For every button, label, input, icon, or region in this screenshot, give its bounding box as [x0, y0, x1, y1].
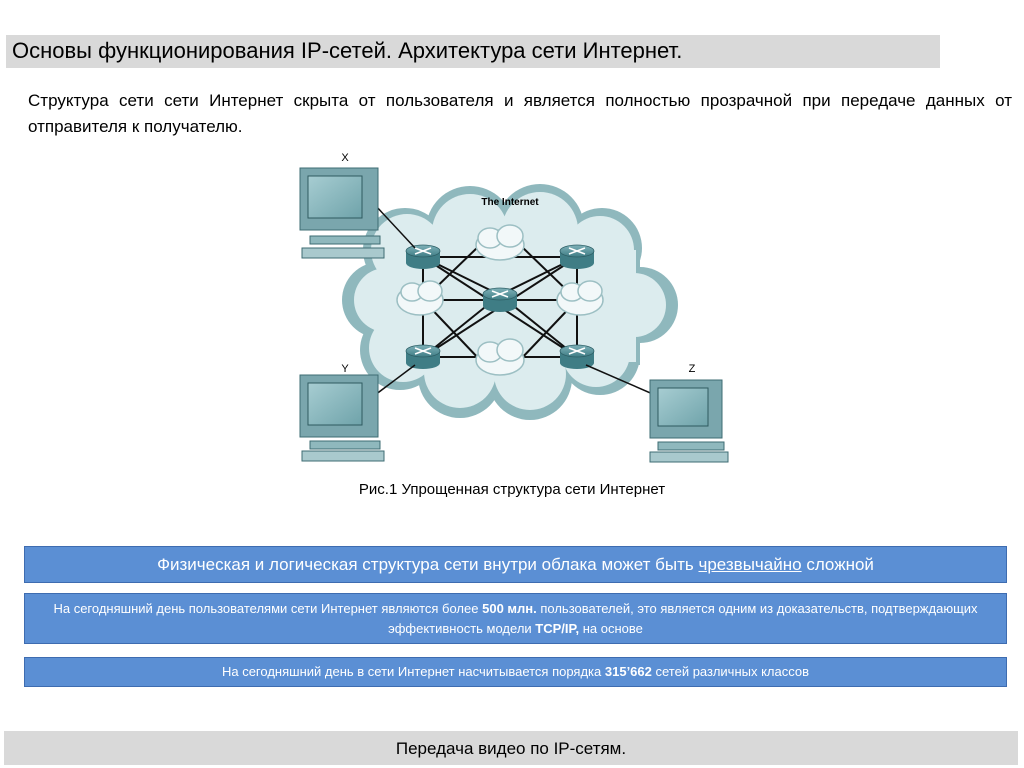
router-icon	[559, 344, 595, 369]
computer-z-label: Z	[689, 363, 696, 375]
panel-1-underlined-word: чрезвычайно	[698, 555, 802, 574]
subnet-clouds	[396, 224, 604, 376]
panel-users-count: На сегодняшний день пользователями сети …	[24, 593, 1007, 644]
footer-label: Передача видео по IP-сетям.	[395, 739, 627, 758]
panel-2-part1: На сегодняшний день пользователями сети …	[53, 601, 483, 616]
panel-2-model-name: TCP/IP,	[535, 621, 580, 636]
panel-1-text-after: сложной	[801, 555, 874, 574]
computer-x-label: X	[341, 152, 349, 164]
panel-2-users-value: 500 млн.	[482, 601, 537, 616]
computer-y-label: Y	[341, 363, 349, 375]
panel-3-networks-value: 315’662	[604, 664, 652, 679]
router-icon	[405, 344, 441, 369]
panel-networks-count: На сегодняшний день в сети Интернет насч…	[24, 657, 1007, 687]
intro-paragraph: Структура сети сети Интернет скрыта от п…	[28, 91, 1012, 136]
computer-x-icon	[299, 167, 385, 259]
router-icon	[559, 244, 595, 269]
panel-1-text-before: Физическая и логическая структура сети в…	[157, 555, 699, 574]
router-icon	[482, 287, 518, 312]
router-icon	[405, 244, 441, 269]
subnet-cloud-top	[475, 224, 525, 261]
figure-caption: Рис.1 Упрощенная структура сети Интернет	[358, 481, 666, 498]
slide-title-bar: Основы функционирования IP-сетей. Архите…	[6, 35, 940, 68]
panel-3-part1: На сегодняшний день в сети Интернет насч…	[221, 664, 605, 679]
footer-bar: Передача видео по IP-сетям.	[4, 731, 1018, 765]
cloud-label: The Internet	[481, 197, 539, 208]
computer-y-icon	[299, 374, 385, 462]
routers	[405, 244, 595, 369]
slide-title: Основы функционирования IP-сетей. Архите…	[12, 38, 683, 63]
subnet-cloud-bottom	[475, 338, 525, 376]
subnet-cloud-left	[396, 280, 444, 316]
panel-2-part2: пользователей, это является одним из док…	[388, 601, 978, 636]
panel-2-part3: на основе	[579, 621, 643, 636]
panel-cloud-complexity: Физическая и логическая структура сети в…	[24, 546, 1007, 583]
internet-diagram: The Internet	[299, 152, 729, 463]
subnet-cloud-right	[556, 280, 604, 316]
panel-3-part2: сетей различных классов	[651, 664, 810, 679]
host-links	[374, 204, 656, 396]
computer-z-icon	[649, 379, 729, 463]
